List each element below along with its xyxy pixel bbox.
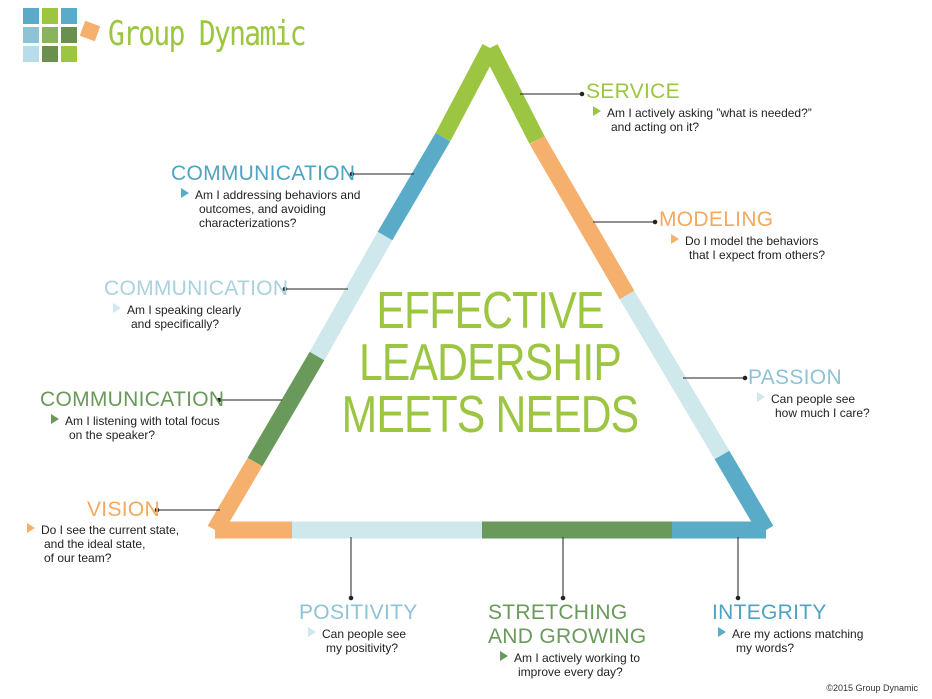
- center-line-1: EFFECTIVE: [376, 282, 604, 340]
- segment-integrity-side: [714, 450, 774, 535]
- stretching-title-1: STRETCHING: [488, 601, 628, 624]
- label-integrity: INTEGRITY Are my actions matching my wor…: [712, 601, 864, 655]
- passion-title: PASSION: [748, 366, 842, 389]
- segment-service: [482, 44, 545, 144]
- stretching-title-2: AND GROWING: [488, 625, 647, 648]
- label-communication-3: COMMUNICATION Am I listening with total …: [40, 388, 225, 442]
- vision-questions: Do I see the current state, and the idea…: [27, 523, 179, 565]
- logo-square: [61, 46, 77, 62]
- communication-1-title: COMMUNICATION: [171, 162, 356, 185]
- label-vision: VISION: [87, 498, 160, 522]
- center-title: EFFECTIVE LEADERSHIP MEETS NEEDS: [300, 285, 680, 441]
- label-passion: PASSION Can people see how much I care?: [748, 366, 870, 420]
- segment-communication-1: [377, 132, 451, 241]
- segment-passion: [619, 290, 730, 460]
- label-service: SERVICE Am I actively asking ”what is ne…: [586, 80, 812, 134]
- integrity-title: INTEGRITY: [712, 601, 827, 624]
- triangle-bullet-icon: [27, 523, 35, 533]
- label-modeling: MODELING Do I model the behaviors that I…: [659, 208, 826, 262]
- center-line-2: LEADERSHIP: [359, 334, 622, 392]
- logo-square: [23, 8, 39, 24]
- logo-square: [42, 46, 58, 62]
- center-line-3: MEETS NEEDS: [341, 386, 639, 444]
- segment-communication-2: [309, 231, 393, 361]
- logo-square: [61, 8, 77, 24]
- logo-square: [23, 27, 39, 43]
- triangle-bullet-icon: [113, 303, 121, 313]
- segment-modeling: [529, 135, 635, 300]
- logo-square: [23, 46, 39, 62]
- copyright: ©2015 Group Dynamic: [826, 683, 918, 693]
- segment-service-left: [435, 44, 498, 141]
- communication-3-title: COMMUNICATION: [40, 388, 225, 411]
- triangle-bullet-icon: [51, 414, 59, 424]
- brand-name: Group Dynamic: [108, 14, 307, 54]
- segment-communication-3: [247, 351, 325, 467]
- triangle-bullet-icon: [308, 627, 316, 637]
- triangle-bullet-icon: [671, 234, 679, 244]
- triangle-bullet-icon: [500, 651, 508, 661]
- service-title: SERVICE: [586, 80, 680, 103]
- triangle-bullet-icon: [593, 106, 601, 116]
- label-communication-2: COMMUNICATION Am I speaking clearly and …: [104, 277, 289, 331]
- vision-title: VISION: [87, 498, 160, 521]
- label-communication-1: COMMUNICATION Am I addressing behaviors …: [171, 162, 361, 230]
- communication-2-title: COMMUNICATION: [104, 277, 289, 300]
- logo-square: [61, 27, 77, 43]
- label-stretching: STRETCHING AND GROWING Am I actively wor…: [488, 601, 647, 679]
- positivity-title: POSITIVITY: [299, 601, 418, 624]
- triangle-bullet-icon: [181, 188, 189, 198]
- segment-vision-side: [207, 457, 263, 535]
- triangle-bullet-icon: [757, 392, 765, 402]
- modeling-title: MODELING: [659, 208, 774, 231]
- logo-square: [42, 8, 58, 24]
- logo-square: [42, 27, 58, 43]
- triangle-bullet-icon: [718, 627, 726, 637]
- label-positivity: POSITIVITY Can people see my positivity?: [299, 601, 418, 655]
